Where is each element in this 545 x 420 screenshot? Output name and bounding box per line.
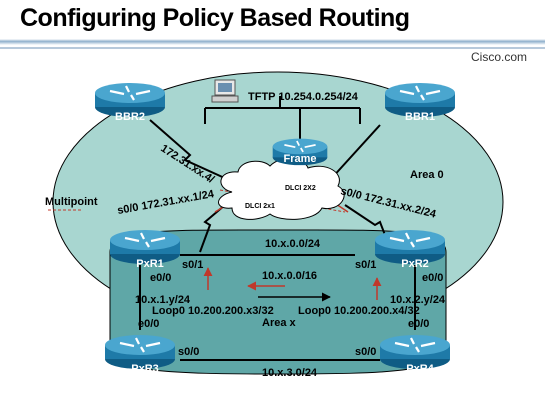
router-label-frame: Frame (283, 153, 316, 165)
pc-icon (211, 79, 239, 103)
router-label-bbr2: BBR2 (115, 111, 145, 123)
pxr2-s01-label: s0/1 (355, 259, 376, 271)
router-label-pxr1: PxR1 (136, 258, 164, 270)
title-rule-thin (0, 47, 545, 49)
dlci-2x1-label: DLCI 2x1 (245, 203, 275, 210)
pxr4-s00-label: s0/0 (355, 346, 376, 358)
area-x-label: Area x (262, 317, 297, 329)
area-0-label: Area 0 (410, 169, 444, 181)
pxr1-ip-label: 10.x.1.y/24 (135, 294, 191, 306)
loop-left-label: Loop0 10.200.200.x3/32 (152, 305, 274, 317)
title-rule (0, 39, 545, 45)
frame-relay-cloud-icon (218, 158, 345, 220)
pxr2-ip-label: 10.x.2.y/24 (390, 294, 446, 306)
router-label-pxr2: PxR2 (401, 258, 429, 270)
net-x0-label: 10.x.0.0/24 (265, 238, 321, 250)
pxr2-e00-label: e0/0 (422, 272, 443, 284)
net-x16-label: 10.x.0.0/16 (262, 270, 317, 282)
router-label-pxr3: PxR3 (131, 363, 159, 375)
pxr3-s00-label: s0/0 (178, 346, 199, 358)
net-x3-label: 10.x.3.0/24 (262, 367, 318, 379)
router-label-bbr1: BBR1 (405, 111, 435, 123)
multipoint-label: Multipoint (45, 196, 98, 208)
loop-right-label: Loop0 10.200.200.x4/32 (298, 305, 420, 317)
slide-title: Configuring Policy Based Routing (20, 4, 410, 32)
pxr3-e00-label: e0/0 (138, 318, 159, 330)
pxr1-e00-label: e0/0 (150, 272, 171, 284)
brand-label: Cisco.com (470, 50, 527, 64)
dlci-2x2-label: DLCI 2X2 (285, 185, 316, 192)
pxr4-e00-label: e0/0 (408, 318, 429, 330)
tftp-label: TFTP 10.254.0.254/24 (248, 91, 359, 103)
pxr1-s01-label: s0/1 (182, 259, 203, 271)
router-label-pxr4: PxR4 (406, 363, 434, 375)
